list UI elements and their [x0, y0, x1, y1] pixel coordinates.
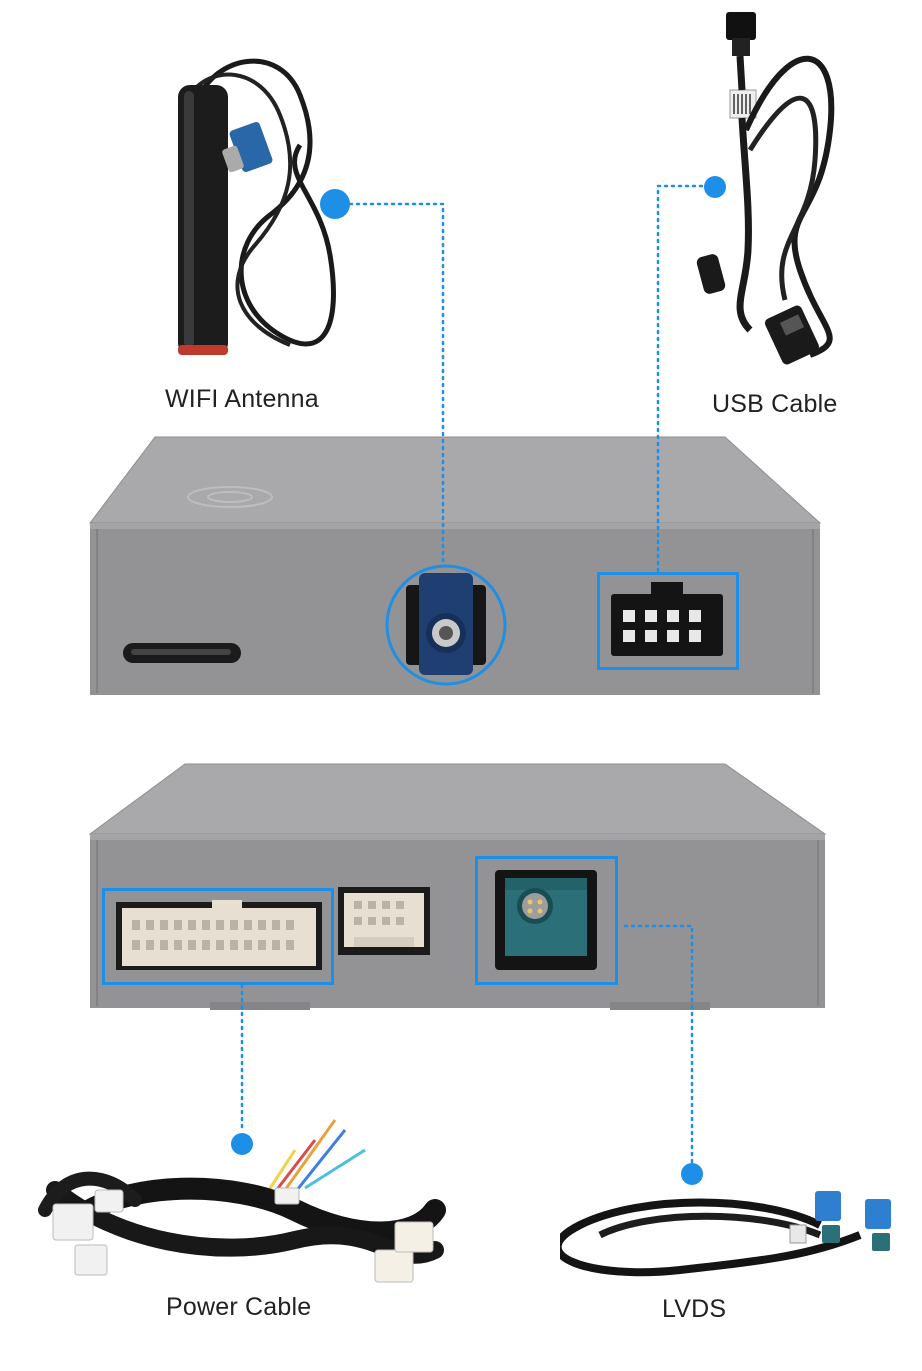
- callout-dot-power: [231, 1133, 253, 1155]
- lvds-cable-image: [560, 1185, 910, 1295]
- usb-cable-image: [690, 10, 860, 370]
- power-port: [102, 888, 334, 985]
- callout-dot-wifi: [320, 189, 350, 219]
- callout-dot-usb: [704, 176, 726, 198]
- power-cable-image: [35, 1110, 455, 1290]
- power-cable-label: Power Cable: [166, 1293, 312, 1321]
- usb-cable-label: USB Cable: [712, 390, 838, 418]
- wifi-port: [384, 563, 508, 687]
- usb-port: [597, 572, 739, 670]
- lvds-port: [475, 856, 618, 985]
- callout-dot-lvds: [681, 1163, 703, 1185]
- aux-port: [338, 887, 430, 955]
- wifi-antenna-image: [160, 55, 350, 370]
- lvds-label: LVDS: [662, 1295, 727, 1323]
- wifi-antenna-label: WIFI Antenna: [165, 385, 319, 413]
